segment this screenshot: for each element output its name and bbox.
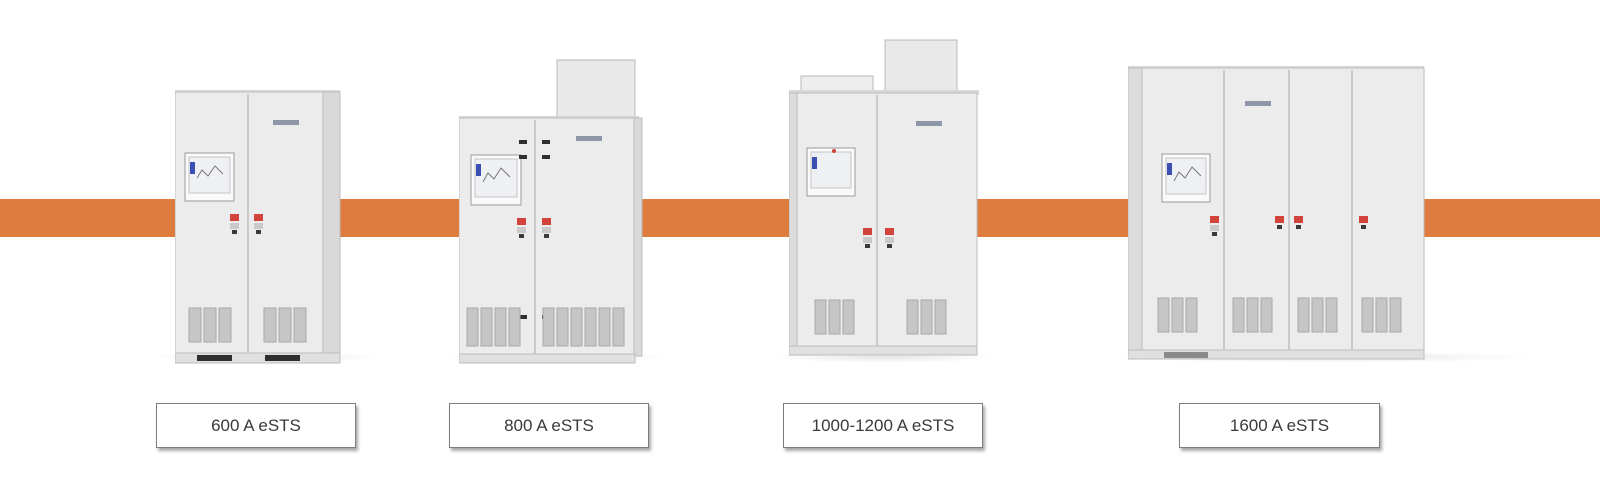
cabinet-1000-1200a-image [789, 38, 984, 368]
product-label-800a: 800 A eSTS [449, 403, 649, 448]
product-label-600a: 600 A eSTS [156, 403, 356, 448]
product-label-1600a: 1600 A eSTS [1179, 403, 1380, 448]
brand-logo [1245, 101, 1271, 106]
cabinet-1600a-image [1128, 66, 1428, 366]
product-label-1000-1200a: 1000-1200 A eSTS [783, 403, 983, 448]
cabinet-800a-image [459, 58, 644, 368]
brand-logo [576, 136, 602, 141]
brand-logo [273, 120, 299, 125]
brand-logo [916, 121, 942, 126]
cabinet-600a-image [175, 90, 345, 365]
